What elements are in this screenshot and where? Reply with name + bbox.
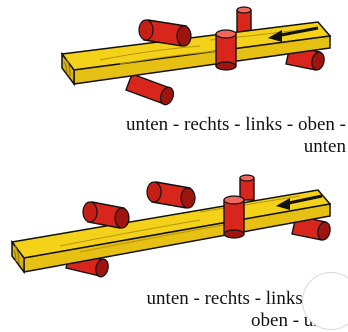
caption-1-line-2: unten — [303, 136, 346, 157]
figure-2-rollers-on-board — [0, 168, 348, 280]
figure-1-rollers-on-board — [0, 0, 348, 110]
caption-1: unten - rechts - links - oben - unten — [0, 114, 346, 158]
arrow-left-icon — [276, 194, 323, 210]
roller-bottom-left — [125, 73, 175, 106]
caption-2-line-2: oben - unten — [251, 310, 346, 331]
roller-top-middle — [146, 181, 196, 209]
caption-2: unten - rechts - links - obe oben - unte… — [0, 288, 346, 332]
roller-back-vertical — [239, 174, 255, 201]
roller-front-vertical — [223, 195, 245, 239]
roller-back-vertical — [236, 6, 252, 33]
roller-top-left — [82, 201, 130, 229]
roller-front-vertical — [215, 29, 237, 71]
caption-2-line-1: unten - rechts - links - obe — [146, 288, 346, 309]
illustration-1 — [60, 6, 332, 106]
wooden-board — [60, 21, 332, 87]
wooden-board — [10, 189, 332, 275]
roller-top-left — [138, 19, 192, 47]
caption-1-line-1: unten - rechts - links - oben - — [125, 114, 346, 135]
arrow-left-icon — [268, 26, 319, 42]
illustration-2 — [10, 174, 332, 278]
